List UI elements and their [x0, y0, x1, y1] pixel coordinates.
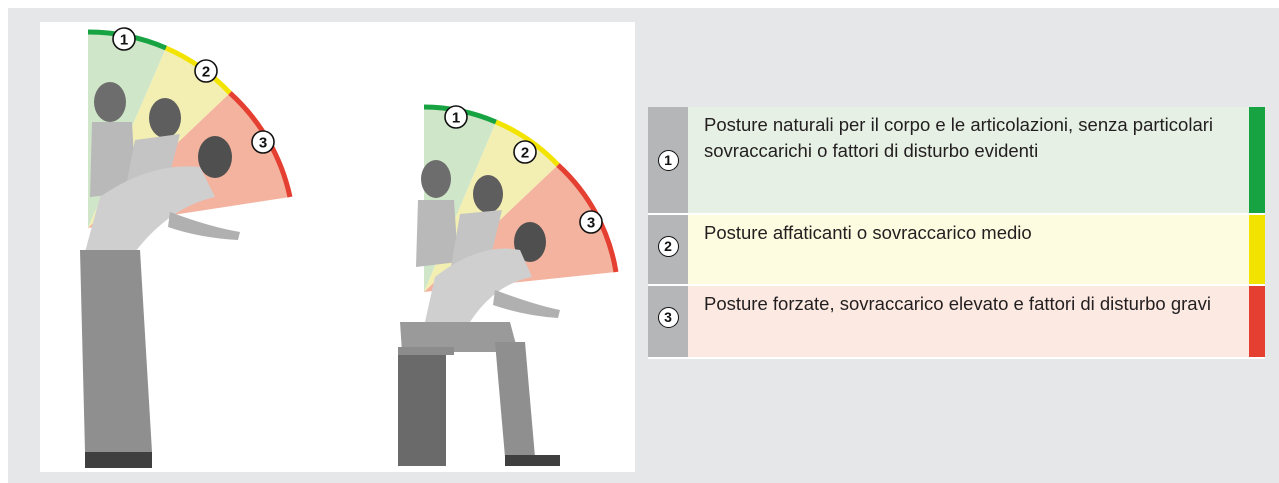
sitting-zone-2-label: 2: [514, 141, 536, 163]
standing-posture-group: 1 2 3: [80, 28, 290, 468]
sitting-zone-3-label: 3: [580, 211, 602, 233]
legend-row-2-text: Posture affaticanti o sovraccarico medio: [688, 215, 1249, 284]
legend-row-1: 1 Posture naturali per il corpo e le art…: [648, 107, 1265, 215]
stool: [398, 352, 446, 466]
legend-row-2-color-bar: [1249, 215, 1265, 284]
legend-row-2-number-cell: 2: [648, 215, 688, 284]
legend-row-2-number: 2: [658, 236, 679, 257]
posture-drawing: 1 2 3: [40, 22, 635, 472]
standing-zone-3-number: 3: [259, 135, 267, 152]
sitting-zone-1-label: 1: [445, 106, 467, 128]
legend-row-1-number-cell: 1: [648, 107, 688, 213]
legend-row-3-number-cell: 3: [648, 286, 688, 357]
standing-zone-1-label: 1: [113, 28, 135, 50]
legend-row-3-color-bar: [1249, 286, 1265, 357]
sitting-zone-1-number: 1: [452, 110, 460, 127]
posture-legend: 1 Posture naturali per il corpo e le art…: [648, 107, 1265, 359]
posture-illustration: 1 2 3: [40, 22, 635, 472]
standing-zone-2-label: 2: [195, 60, 217, 82]
legend-row-2: 2 Posture affaticanti o sovraccarico med…: [648, 215, 1265, 286]
sitting-posture-group: 1 2 3: [398, 106, 616, 466]
sitting-zone-3-number: 3: [587, 215, 595, 232]
standing-zone-2-number: 2: [202, 64, 210, 81]
legend-row-1-color-bar: [1249, 107, 1265, 213]
legend-row-1-number: 1: [658, 150, 679, 171]
legend-row-1-text: Posture naturali per il corpo e le artic…: [688, 107, 1249, 213]
legend-row-3: 3 Posture forzate, sovraccarico elevato …: [648, 286, 1265, 359]
standing-zone-3-label: 3: [252, 131, 274, 153]
legend-row-3-number: 3: [658, 307, 679, 328]
stool-top: [398, 347, 454, 355]
sitting-zone-2-number: 2: [521, 145, 529, 162]
standing-zone-1-number: 1: [120, 32, 128, 49]
legend-row-3-text: Posture forzate, sovraccarico elevato e …: [688, 286, 1249, 357]
